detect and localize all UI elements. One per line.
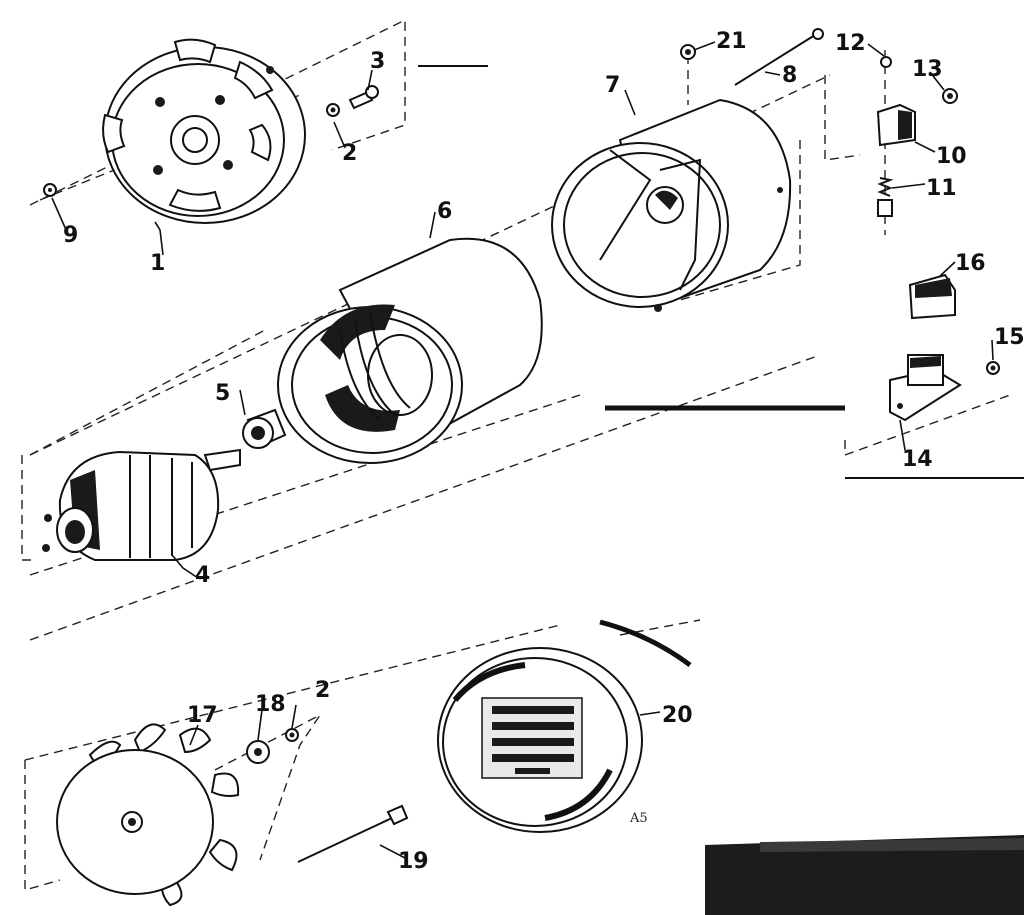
cover-part-20: [437, 619, 692, 833]
nut-part-2-lower: [285, 728, 299, 742]
rule-lines: [418, 65, 1024, 479]
callout-part-2-lower: 2: [315, 678, 330, 703]
washer-part-9: [43, 183, 57, 197]
callout-part-7: 7: [605, 73, 620, 98]
callout-part-20: 20: [662, 703, 693, 728]
callout-part-4: 4: [195, 563, 210, 588]
spacer-part-18: [246, 740, 270, 764]
callout-part-6: 6: [437, 199, 452, 224]
callout-part-1: 1: [150, 251, 165, 276]
callout-part-12: 12: [835, 31, 866, 56]
screw-part-12: [880, 56, 892, 68]
brush-spring-part-11: [877, 177, 894, 217]
bushing-part-5: [242, 408, 287, 449]
callout-part-9: 9: [63, 223, 78, 248]
callout-part-19: 19: [398, 849, 429, 874]
callout-part-3: 3: [370, 49, 385, 74]
long-bolt-part-19: [297, 804, 409, 863]
callout-part-13: 13: [912, 57, 943, 82]
callout-part-2: 2: [342, 141, 357, 166]
terminal-block-part-16: [908, 273, 956, 320]
field-housing-part-6: [277, 237, 543, 464]
end-bell-part-1: [102, 38, 306, 224]
plate-code: A5: [629, 811, 648, 826]
callout-part-5: 5: [215, 381, 230, 406]
callout-labels: 1 2 3 4 5 6 7 8 9 10 11 12 13 14 15 16 1…: [63, 29, 1024, 874]
callout-part-17: 17: [187, 703, 218, 728]
callout-part-21: 21: [716, 29, 747, 54]
brush-holder-part-10: [876, 103, 916, 147]
through-bolt-part-8: [734, 28, 824, 86]
brush-holder-housing-part-7: [551, 98, 792, 312]
cap-part-13: [942, 88, 958, 104]
clip-part-21: [680, 44, 696, 60]
callout-part-14: 14: [902, 447, 933, 472]
fan-part-17: [56, 723, 240, 907]
callout-part-11: 11: [926, 176, 957, 201]
screw-part-3: [348, 85, 379, 110]
callout-part-18: 18: [255, 692, 286, 717]
armature-part-4: [42, 448, 241, 561]
scan-shadow: [705, 835, 1024, 915]
callout-part-16: 16: [955, 251, 986, 276]
leader-lines: [51, 41, 994, 859]
nut-part-2: [326, 103, 340, 117]
screw-part-15: [986, 361, 1000, 375]
bracket-part-14: [889, 354, 962, 422]
callout-part-15: 15: [994, 325, 1024, 350]
callout-part-8: 8: [782, 63, 797, 88]
callout-part-10: 10: [936, 144, 967, 169]
